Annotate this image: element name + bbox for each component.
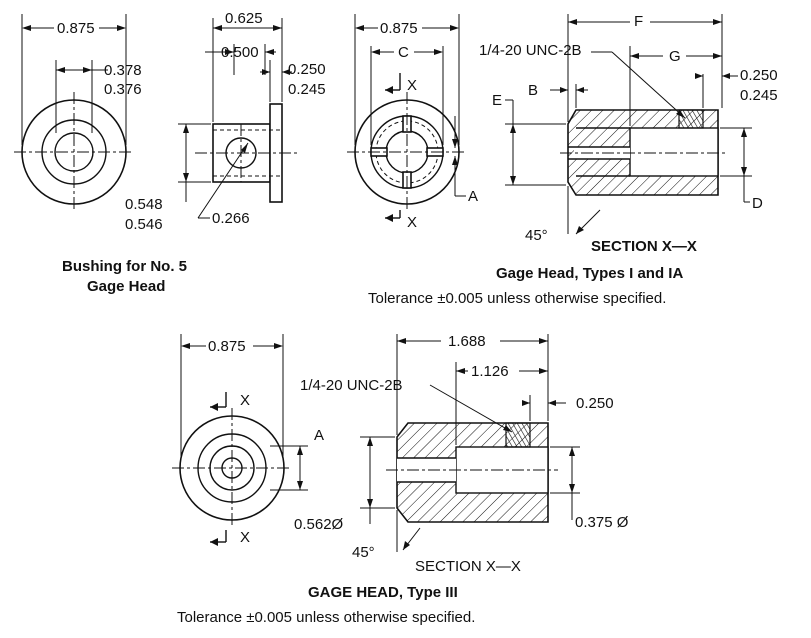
gh1-thread: 1/4-20 UNC-2B xyxy=(479,42,582,59)
gh3-tolerance: Tolerance ±0.005 unless otherwise specif… xyxy=(177,609,475,626)
bushing-shank-dia-max: 0.548 xyxy=(125,196,163,213)
gh1-label-f: F xyxy=(634,13,643,30)
gh1-label-g: G xyxy=(669,48,681,65)
bushing-shank-len: 0.500 xyxy=(221,44,259,61)
gh3-outer-dia: 0.875 xyxy=(208,338,246,355)
gh1-end-max: 0.250 xyxy=(740,67,778,84)
bushing-caption-line2: Gage Head xyxy=(87,278,165,295)
gh1-label-d: D xyxy=(752,195,763,212)
bushing-end-view: 0.875 0.378 0.376 xyxy=(14,14,142,212)
bushing-bore-min: 0.376 xyxy=(104,81,142,98)
bushing-side-view: 0.625 0.500 0.250 0.245 0.548 0.546 0.26… xyxy=(62,10,326,295)
bushing-flange-overall: 0.625 xyxy=(225,10,263,27)
gh3-nose-dia: 0.562Ø xyxy=(294,516,344,533)
gh3-bore-len: 1.126 xyxy=(471,363,509,380)
gage-head-3-section: 1.688 1.126 1/4-20 UNC-2B 0.250 0.562Ø xyxy=(177,333,629,626)
gh3-bore-dia: 0.375 Ø xyxy=(575,514,629,531)
gh3-x-bottom: X xyxy=(240,529,250,546)
gh1-tolerance: Tolerance ±0.005 unless otherwise specif… xyxy=(368,290,666,307)
gh1-label-c: C xyxy=(398,44,409,61)
gh3-thread-len: 0.250 xyxy=(576,395,614,412)
bushing-flange-thk-max: 0.250 xyxy=(288,61,326,78)
gh3-x-top: X xyxy=(240,392,250,409)
gh1-caption: Gage Head, Types I and IA xyxy=(496,265,683,282)
bushing-caption-line1: Bushing for No. 5 xyxy=(62,258,187,275)
gage-head-3-end-view: 0.875 X X A xyxy=(172,334,324,546)
gh1-section: SECTION X—X xyxy=(591,238,697,255)
gh3-label-a: A xyxy=(314,427,324,444)
gh1-x-bottom: X xyxy=(407,214,417,231)
gh1-label-e: E xyxy=(492,92,502,109)
bushing-bore-max: 0.378 xyxy=(104,62,142,79)
gh3-length: 1.688 xyxy=(448,333,486,350)
bushing-flange-thk-min: 0.245 xyxy=(288,81,326,98)
gh1-label-b: B xyxy=(528,82,538,99)
gh3-chamfer: 45° xyxy=(352,544,375,561)
gh1-end-min: 0.245 xyxy=(740,87,778,104)
gh1-chamfer: 45° xyxy=(525,227,548,244)
bushing-shank-dia-min: 0.546 xyxy=(125,216,163,233)
gh1-x-top: X xyxy=(407,77,417,94)
bushing-outer-dia: 0.875 xyxy=(57,20,95,37)
gage-head-1-section: F G 1/4-20 UNC-2B 0.250 0.245 B xyxy=(368,13,778,307)
gh3-thread: 1/4-20 UNC-2B xyxy=(300,377,403,394)
gage-head-1-end-view: 0.875 C X X A xyxy=(347,14,478,231)
gh3-caption: GAGE HEAD, Type III xyxy=(308,584,458,601)
gh3-section: SECTION X—X xyxy=(415,558,521,575)
bushing-hole: 0.266 xyxy=(212,210,250,227)
gh1-outer-dia: 0.875 xyxy=(380,20,418,37)
gh1-label-a: A xyxy=(468,188,478,205)
